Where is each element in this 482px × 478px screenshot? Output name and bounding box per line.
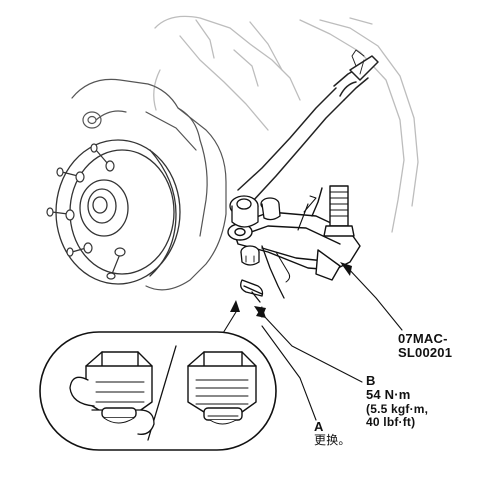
strut-background [153,15,419,233]
ball-joint [229,195,281,228]
ball-joint-remover-tool [227,185,361,283]
detail-nut-with-pin [69,351,155,435]
leader-lines [219,262,403,421]
callout-b-torque: 54 N·m [366,387,411,402]
tool-shaft-lower [261,245,285,299]
detail-nut-plain [187,351,257,425]
steering-knuckle [71,78,227,291]
wheel-stud-3 [66,242,93,257]
leader-a [261,325,317,421]
wheel-stud-1 [56,167,85,183]
leader-b [263,315,363,383]
wheel-stud-5 [106,247,126,280]
wheel-stud-2 [46,207,75,221]
wheel-stud-4 [90,143,115,172]
wheel-studs [46,143,126,280]
tool-part-number-line1: 07MAC- [398,331,448,346]
callout-b-letter: B [366,373,376,388]
callout-a-note: 更换。 [314,433,351,447]
castle-nut [240,245,260,266]
cotter-pin [240,279,264,303]
tie-rod [237,49,379,203]
callout-b-kgf: (5.5 kgf·m, [366,402,429,416]
tool-part-number-line2: SL00201 [398,345,453,360]
wheel-hub [55,139,181,285]
callout-a-letter: A [314,419,324,434]
callout-b-lbf: 40 lbf·ft) [366,415,416,429]
leader-tool [345,265,403,331]
